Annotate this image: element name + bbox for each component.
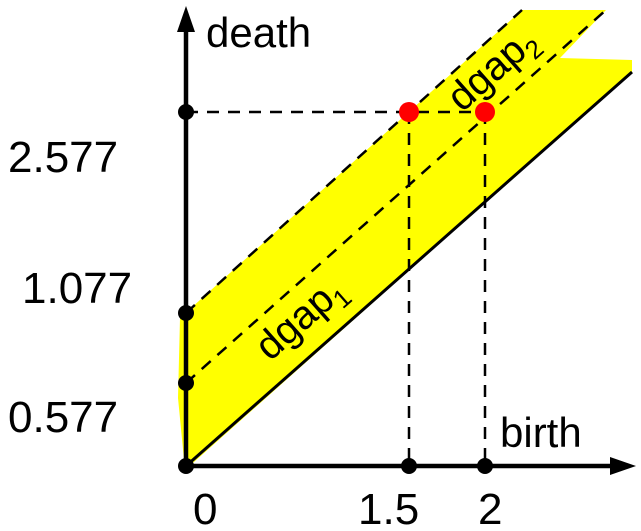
axis-marker <box>477 458 493 474</box>
axis-marker <box>401 458 417 474</box>
x-axis-arrowhead <box>610 457 636 475</box>
red-point <box>399 102 419 122</box>
axis-marker <box>178 305 194 321</box>
dgap-band-region <box>178 10 632 470</box>
axis-marker <box>178 375 194 391</box>
axis-markers <box>178 104 493 474</box>
dashed-guides <box>185 9 607 466</box>
y-tick-label: 1.077 <box>22 264 132 313</box>
x-tick-label: 0 <box>193 485 217 531</box>
x-axis-title: birth <box>500 409 582 456</box>
axis-marker <box>178 458 194 474</box>
y-tick-label: 2.577 <box>8 133 118 182</box>
axis-marker <box>178 104 194 120</box>
y-axis-title: death <box>206 9 311 56</box>
y-tick-label: 0.577 <box>8 393 118 442</box>
y-axis-arrowhead <box>177 6 195 32</box>
dgap1-boundary-line <box>185 9 607 384</box>
x-tick-label: 2 <box>478 485 502 531</box>
diagonal-line <box>185 70 633 468</box>
x-tick-label: 1.5 <box>358 485 419 531</box>
red-point <box>475 102 495 122</box>
